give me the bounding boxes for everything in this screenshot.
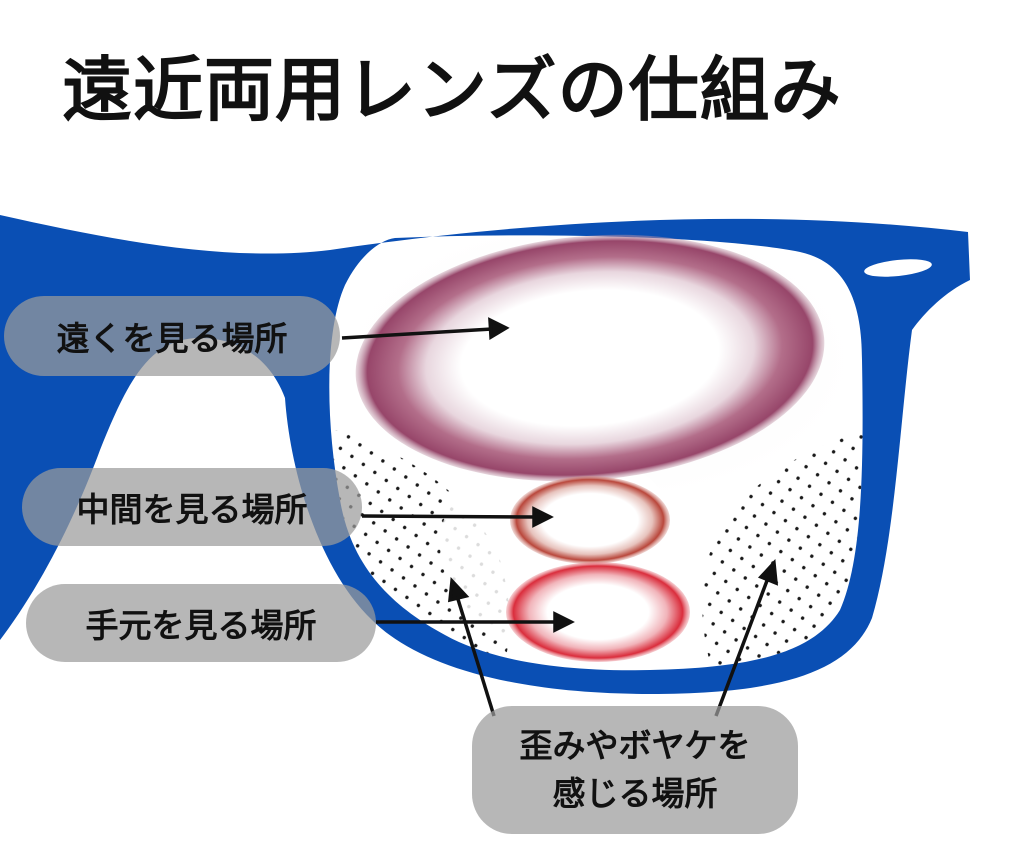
label-distortion-zone: 歪みやボヤケを 感じる場所 xyxy=(472,706,798,834)
arrow-distortion-right-head xyxy=(757,558,779,586)
hinge-hole xyxy=(864,259,932,277)
label-middle-vision: 中間を見る場所 xyxy=(22,468,362,546)
arrow-far-head xyxy=(488,317,510,340)
arrow-middle xyxy=(361,514,537,519)
arrow-distortion-right xyxy=(714,577,770,717)
label-far-vision: 遠くを見る場所 xyxy=(4,296,340,376)
middle-vision-zone xyxy=(510,476,670,564)
arrows xyxy=(341,317,779,717)
arrow-distortion-left-head xyxy=(447,577,470,603)
label-distortion-line2: 感じる場所 xyxy=(552,774,718,813)
arrow-far xyxy=(341,327,493,340)
page-title: 遠近両用レンズの仕組み xyxy=(62,49,842,131)
label-near-vision: 手元を見る場所 xyxy=(26,584,376,662)
far-vision-zone xyxy=(355,234,825,482)
arrow-distortion-left xyxy=(455,595,496,717)
arrow-near-head xyxy=(553,611,575,633)
near-vision-zone xyxy=(506,562,690,662)
arrow-middle-head xyxy=(532,506,554,528)
label-distortion-line1: 歪みやボヤケを xyxy=(519,726,751,766)
